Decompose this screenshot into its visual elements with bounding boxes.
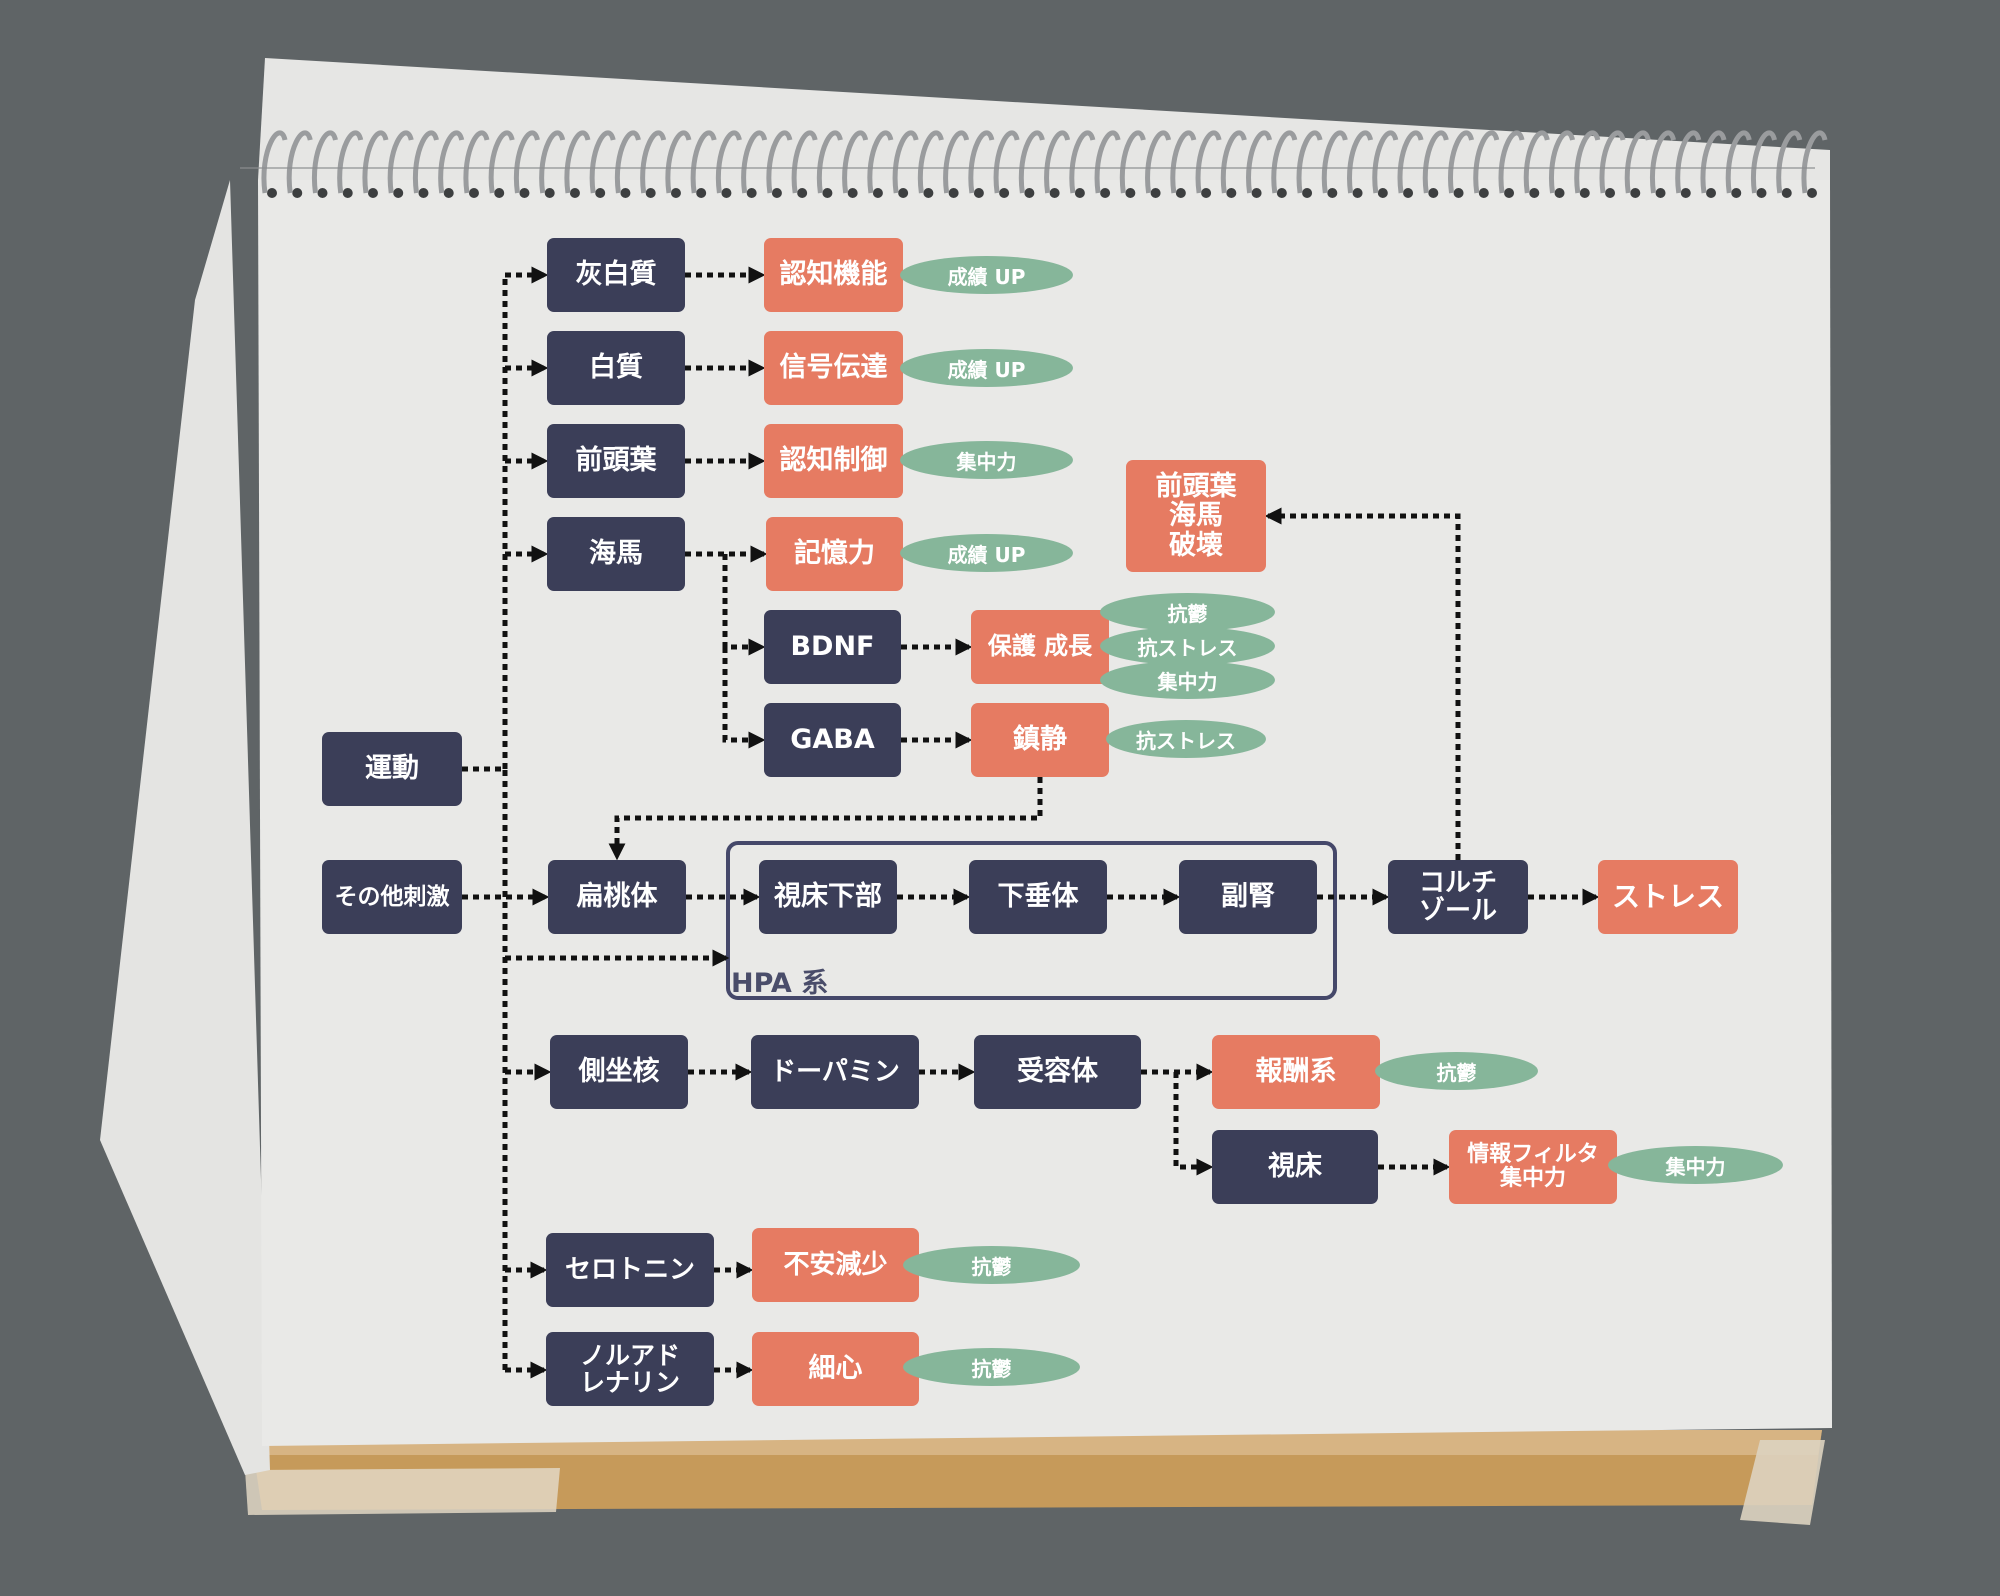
tag-grades-up-2: 成績 UP [900,349,1073,387]
node-hogo: 保護 成長 [971,610,1109,684]
tag-grades-up-3: 成績 UP [900,534,1073,572]
node-sonota: その他刺激 [322,860,462,934]
node-ninchikinou: 認知機能 [764,238,903,312]
node-fukujin: 副腎 [1179,860,1317,934]
tag-antidepressant-3: 抗鬱 [903,1246,1080,1284]
node-shishoukabu: 視床下部 [759,860,897,934]
node-kioku: 記憶力 [766,517,903,591]
node-sokuzakaku: 側坐核 [550,1035,688,1109]
tag-focus-2: 集中力 [1100,661,1275,699]
node-cortisol: コルチ ゾール [1388,860,1528,934]
node-zentouyou: 前頭葉 [547,424,685,498]
node-hakai: 前頭葉 海馬 破壊 [1126,460,1266,572]
spiral-binding [240,130,1828,198]
node-houshuukei: 報酬系 [1212,1035,1380,1109]
node-undo: 運動 [322,732,462,806]
node-fuan: 不安減少 [752,1228,919,1302]
node-ninchiseigyo: 認知制御 [764,424,903,498]
tag-antidepressant-2: 抗鬱 [1375,1052,1538,1090]
node-shishou: 視床 [1212,1130,1378,1204]
node-kasuitai: 下垂体 [969,860,1107,934]
tag-antidepressant-1: 抗鬱 [1100,593,1275,631]
node-serotonin: セロトニン [546,1233,714,1307]
tag-antidepressant-4: 抗鬱 [903,1348,1080,1386]
node-chinsei: 鎮静 [971,703,1109,777]
tag-focus-3: 集中力 [1608,1146,1783,1184]
tag-grades-up-1: 成績 UP [900,256,1073,294]
node-noradrenaline: ノルアド レナリン [546,1332,714,1406]
node-dopamine: ドーパミン [751,1035,919,1109]
node-hakushitsu: 白質 [547,331,685,405]
node-kaiba: 海馬 [547,517,685,591]
tag-antistress-2: 抗ストレス [1106,720,1266,758]
node-shingou: 信号伝達 [764,331,903,405]
node-stress: ストレス [1598,860,1738,934]
node-gaba: GABA [764,703,901,777]
hpa-system-label: HPA 系 [731,968,829,999]
node-jouhou: 情報フィルタ 集中力 [1449,1130,1617,1204]
node-hentoutai: 扁桃体 [548,860,686,934]
node-juyoutai: 受容体 [974,1035,1141,1109]
node-kaihakushitsu: 灰白質 [547,238,685,312]
tag-focus-1: 集中力 [900,441,1073,479]
tag-antistress-1: 抗ストレス [1100,627,1275,665]
node-saishin: 細心 [752,1332,919,1406]
node-bdnf: BDNF [764,610,901,684]
